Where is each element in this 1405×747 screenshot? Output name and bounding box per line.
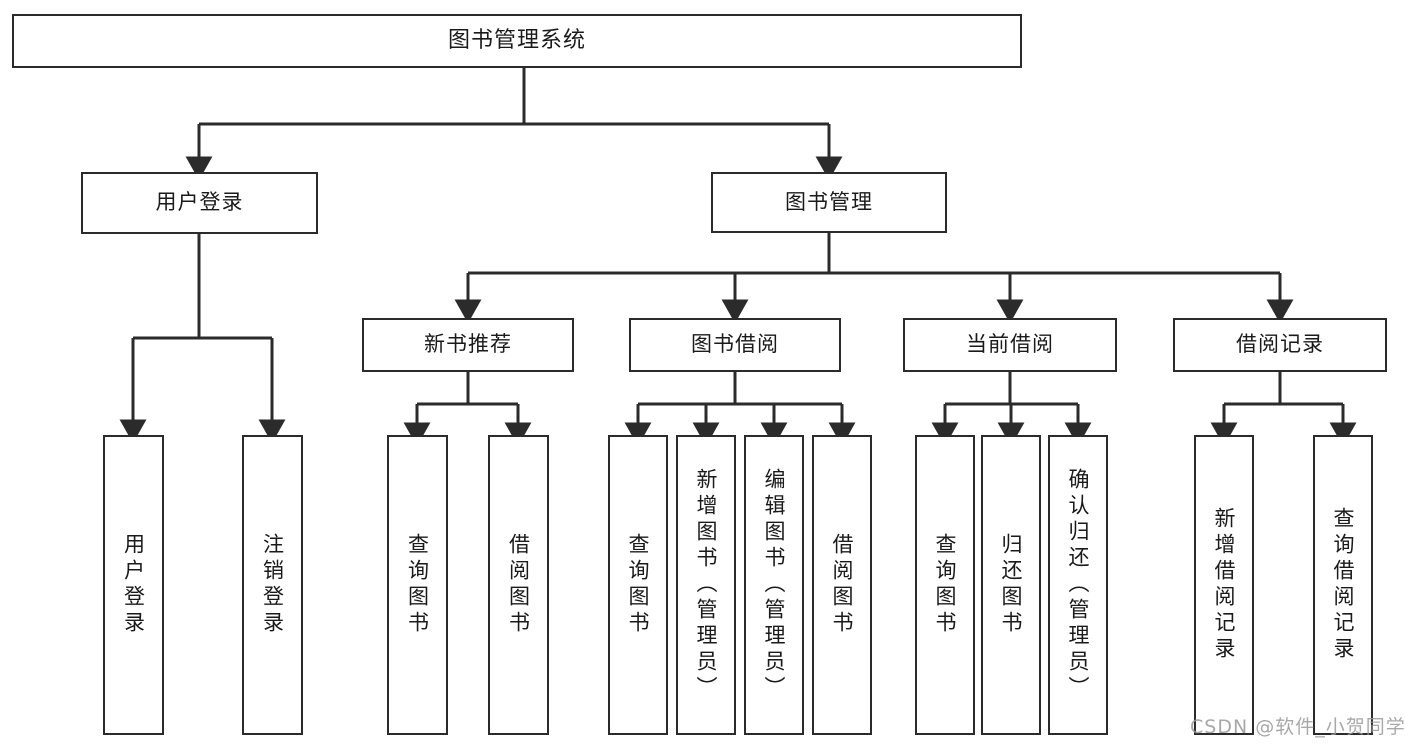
leaf-label: 编辑图书（管理员） xyxy=(762,468,787,702)
leaf-label: 借阅图书 xyxy=(830,533,855,637)
leaf-label: 新增图书（管理员） xyxy=(694,468,719,702)
leaf-borrow-add-book-admin[interactable]: 新增图书（管理员） xyxy=(676,435,736,735)
leaf-label: 用户登录 xyxy=(121,533,146,637)
leaf-current-return-book[interactable]: 归还图书 xyxy=(981,435,1041,735)
leaf-borrow-query-book[interactable]: 查询图书 xyxy=(608,435,668,735)
node-borrow-record[interactable]: 借阅记录 xyxy=(1173,318,1387,372)
leaf-label: 查询图书 xyxy=(933,533,958,637)
leaf-current-confirm-return-admin[interactable]: 确认归还（管理员） xyxy=(1048,435,1108,735)
node-book-borrow[interactable]: 图书借阅 xyxy=(629,318,841,372)
leaf-label: 借阅图书 xyxy=(506,533,531,637)
csdn-watermark: CSDN @软件_小贺同学 xyxy=(1190,716,1405,738)
leaf-label: 查询图书 xyxy=(626,533,651,637)
leaf-label: 归还图书 xyxy=(999,533,1024,637)
leaf-newbook-borrow-book[interactable]: 借阅图书 xyxy=(488,435,549,735)
node-root-system[interactable]: 图书管理系统 xyxy=(12,14,1022,68)
leaf-label: 查询借阅记录 xyxy=(1331,507,1356,663)
node-current-borrow[interactable]: 当前借阅 xyxy=(903,318,1117,372)
node-user-login[interactable]: 用户登录 xyxy=(81,172,318,234)
leaf-newbook-query-book[interactable]: 查询图书 xyxy=(387,435,448,735)
leaf-user-login[interactable]: 用户登录 xyxy=(103,435,164,735)
node-new-book-recommend[interactable]: 新书推荐 xyxy=(362,318,574,372)
leaf-record-add-record[interactable]: 新增借阅记录 xyxy=(1194,435,1254,735)
leaf-borrow-edit-book-admin[interactable]: 编辑图书（管理员） xyxy=(744,435,804,735)
leaf-label: 注销登录 xyxy=(260,533,285,637)
leaf-current-query-book[interactable]: 查询图书 xyxy=(915,435,975,735)
leaf-label: 查询图书 xyxy=(405,533,430,637)
leaf-borrow-borrow-book[interactable]: 借阅图书 xyxy=(812,435,872,735)
leaf-label: 新增借阅记录 xyxy=(1212,507,1237,663)
leaf-user-logout[interactable]: 注销登录 xyxy=(242,435,303,735)
leaf-record-query-record[interactable]: 查询借阅记录 xyxy=(1313,435,1373,735)
node-book-management[interactable]: 图书管理 xyxy=(711,172,947,233)
leaf-label: 确认归还（管理员） xyxy=(1066,468,1091,702)
